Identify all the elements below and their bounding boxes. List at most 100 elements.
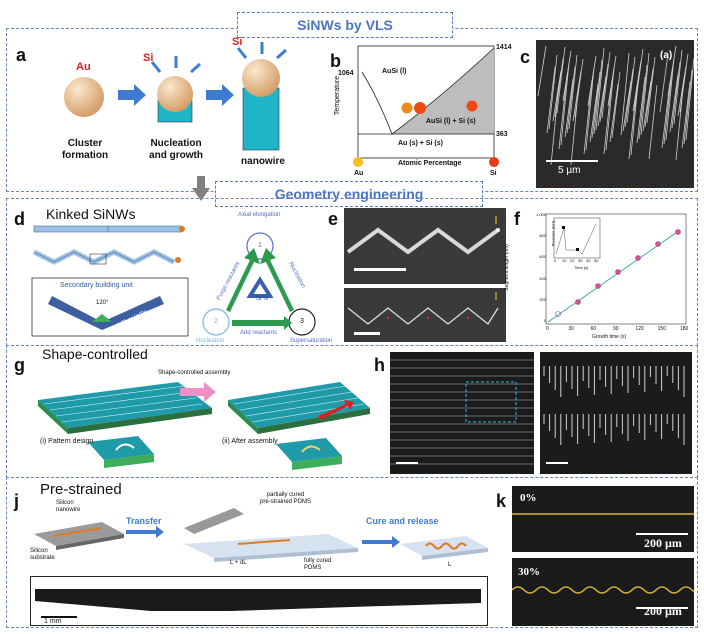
after-assembly-label: (ii) After assembly [222, 438, 278, 445]
arrow-right-icon [118, 84, 146, 106]
sem-image-e-top [344, 208, 506, 284]
kinked-title: Kinked SiNWs [46, 206, 136, 222]
kinked-schematic [30, 218, 190, 338]
cure-release-label: Cure and release [366, 516, 439, 526]
prestrain-schematic [28, 492, 498, 570]
panel-c-letter: c [520, 47, 531, 67]
nanowire-sphere [242, 59, 280, 97]
step-nucleation-growth: Nucleation and growth [149, 138, 203, 161]
f-inset-tick: 50 [594, 258, 599, 263]
panel-b-letter: b [330, 51, 341, 71]
cycle-node-1: 1 [258, 242, 262, 249]
f-x-tick: 120 [635, 326, 644, 332]
f-x-tick: 180 [680, 326, 689, 332]
axial-label: Axial elongation [238, 212, 281, 218]
down-arrow-icon [192, 176, 210, 207]
panel-k-letter: k [496, 491, 507, 511]
partial-pdms-label: partially cured pre-strained PDMS [260, 492, 312, 505]
strain-0-label: 0% [520, 492, 537, 504]
assembly-label: Shape-controlled assembly [158, 370, 231, 376]
sem-c-scale-label: 5 µm [558, 165, 581, 176]
sem-image-c [536, 40, 694, 188]
nucleation2-label: Nucleation [196, 338, 225, 344]
au-label: Au [76, 61, 91, 73]
sem-image-e-bottom [344, 288, 506, 342]
arrow-right-icon [206, 84, 234, 106]
sem-c-tag: (a) [660, 50, 673, 61]
f-y-tick: 600 [539, 254, 546, 260]
phase-x-au: Au [354, 170, 364, 177]
f-x-tick: 150 [657, 326, 666, 332]
j-scale-label: 1 mm [44, 618, 62, 625]
pattern-design-label: (i) Pattern design [40, 438, 94, 445]
growth-chart [520, 210, 692, 342]
au-cluster-sphere [64, 77, 104, 117]
solid-region-label: Au (s) + Si (s) [398, 140, 443, 147]
panel-d-letter: d [14, 209, 25, 229]
f-x-tick: 90 [613, 326, 619, 332]
sem-image-h [390, 352, 534, 474]
growth-cycle-diagram [190, 210, 330, 340]
si-pct-label: Si % [256, 296, 269, 302]
supersaturation-label: Supersaturation [290, 338, 333, 344]
f-y-tick: 400 [539, 275, 546, 281]
strain-30-label: 30% [518, 566, 540, 578]
tick-363: 363 [496, 131, 508, 138]
phase-x-si: Si [490, 170, 497, 177]
panel-j-letter: j [14, 491, 20, 511]
f-inset-tick: 10 [562, 258, 567, 263]
panel-e-letter: e [328, 209, 339, 229]
cycle-node-3: 3 [300, 318, 304, 325]
panel-g-letter: g [14, 355, 25, 375]
tick-1414: 1414 [496, 44, 512, 51]
f-xlabel: Growth time (s) [592, 334, 627, 340]
k-scale1-label: 200 µm [644, 536, 682, 550]
angle-label: 120° [96, 300, 109, 306]
f-x-tick: 30 [568, 326, 574, 332]
length-l: L [448, 562, 452, 568]
sem-image-i [540, 352, 692, 474]
buckled-wire-image [30, 576, 488, 626]
f-inset-xlabel: Time (s) [574, 265, 589, 270]
cycle-node-2: 2 [214, 318, 218, 325]
temperature-axis-label: Temperature [334, 75, 342, 116]
prestrained-section-frame [6, 477, 698, 628]
f-inset-tick: 0 [554, 258, 557, 263]
f-y-tick: 200 [539, 296, 546, 302]
silicon-nanowire-label: Silicon nanowire [56, 500, 81, 513]
full-pdms-label: fully cured PDMS [304, 558, 332, 571]
transfer-label: Transfer [126, 516, 162, 526]
secondary-unit-label: Secondary building unit [60, 282, 133, 289]
liquid-region-label: AuSi (l) [382, 68, 407, 75]
panel-h-letter: h [374, 355, 385, 375]
optical-image-0pct [512, 486, 694, 552]
phase-diagram [340, 38, 512, 190]
prestrained-title: Pre-strained [40, 481, 122, 498]
add-reactants-label: Add reactants [240, 330, 278, 336]
si-label-2: Si [232, 36, 243, 48]
k-scale2-label: 200 µm [644, 604, 682, 618]
silicon-substrate-label: Silicon substrate [30, 548, 55, 561]
si-label-1: Si [143, 52, 154, 64]
f-inset-tick: 40 [586, 258, 591, 263]
f-y-tick: 0 [543, 318, 546, 323]
step-nanowire: nanowire [241, 156, 285, 167]
shape-controlled-title: Shape-controlled [42, 346, 148, 362]
f-y-tick: 800 [539, 233, 546, 239]
f-inset-tick: 30 [578, 258, 583, 263]
panel-a-letter: a [16, 45, 27, 65]
f-ylabel: Segment length (nm) [503, 244, 510, 291]
optical-image-30pct [512, 558, 694, 626]
f-y-ticks: 0 200 400 600 800 1,000 [534, 212, 546, 324]
panel-f-letter: f [514, 209, 520, 229]
liquid-solid-region-label: AuSi (l) + Si (s) [426, 118, 476, 125]
vls-section-title: SiNWs by VLS [237, 12, 453, 38]
f-y-tick: 1,000 [535, 212, 546, 217]
growth-points [555, 229, 681, 317]
f-inset-tick: 20 [570, 258, 575, 263]
nucleation-sphere [157, 76, 193, 112]
step-cluster-formation: Cluster formation [61, 138, 109, 161]
panel-a-schematic [0, 0, 330, 190]
tick-1064: 1064 [338, 70, 354, 77]
